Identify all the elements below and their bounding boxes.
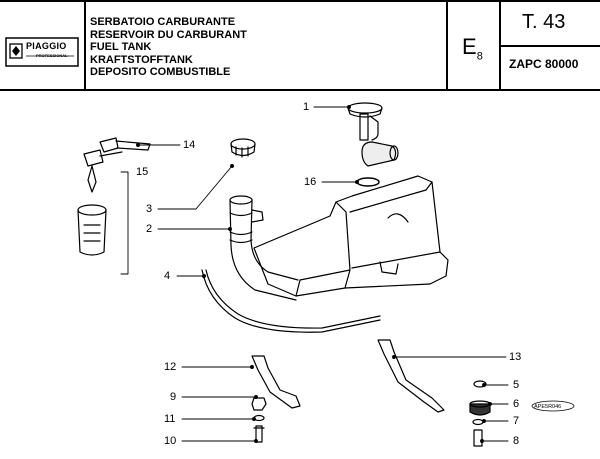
header-divider-2 (446, 0, 448, 90)
model-code: ZAPC 80000 (509, 57, 579, 71)
callout-3: 3 (146, 203, 153, 215)
title-italian: SERBATOIO CARBURANTE (90, 16, 236, 28)
title-block (0, 0, 600, 91)
callout-1: 1 (303, 101, 310, 113)
title-french: RESERVOIR DU CARBURANT (90, 28, 247, 41)
part-filler-neck (229, 195, 299, 301)
header-bottom-border (0, 89, 600, 91)
header-divider-h (500, 45, 600, 47)
header-divider-1 (84, 0, 86, 90)
title-list: SERBATOIO CARBURANTE RESERVOIR DU CARBUR… (90, 16, 247, 79)
callout-13: 13 (509, 351, 522, 363)
callout-15: 15 (136, 166, 149, 178)
part-fuel-gauge-sender (347, 102, 399, 167)
leader-lines (120, 105, 509, 443)
part-cap-key (83, 137, 151, 193)
brand-subtitle: PROFESSIONAL (36, 53, 68, 58)
callout-8: 8 (513, 435, 520, 447)
table-number: T. 43 (522, 11, 566, 33)
callout-10: 10 (164, 435, 177, 447)
brand-name: PIAGGIO (26, 41, 67, 51)
title-english: FUEL TANK (90, 41, 152, 53)
callout-6: 6 (513, 398, 520, 410)
callout-4: 4 (164, 270, 171, 282)
part-breather-hose (201, 269, 381, 333)
callout-2: 2 (146, 223, 153, 235)
callout-12: 12 (164, 361, 177, 373)
part-mount-stack-right (469, 380, 491, 447)
callout-16: 16 (304, 176, 317, 188)
section-code: E8 (462, 34, 483, 62)
section-letter: E (462, 34, 477, 59)
drawing-ref-frame (531, 400, 575, 412)
header-top-border (0, 0, 600, 2)
part-fuel-tank (253, 175, 449, 297)
part-bracket-right (377, 339, 445, 413)
section-number: 8 (476, 50, 483, 63)
title-spanish: DEPOSITO COMBUSTIBLE (90, 66, 231, 78)
part-bracket-left (251, 355, 301, 409)
callout-14: 14 (183, 139, 196, 151)
callout-11: 11 (164, 413, 176, 425)
callout-5: 5 (513, 379, 520, 391)
part-fuel-cap (230, 138, 256, 158)
title-german: KRAFTSTOFFTANK (90, 53, 193, 66)
callout-9: 9 (170, 391, 177, 403)
callout-7: 7 (513, 415, 520, 427)
part-lock-barrel (77, 204, 107, 256)
drawing-reference-code: APE5R046 (534, 404, 562, 410)
part-o-ring (356, 177, 380, 187)
